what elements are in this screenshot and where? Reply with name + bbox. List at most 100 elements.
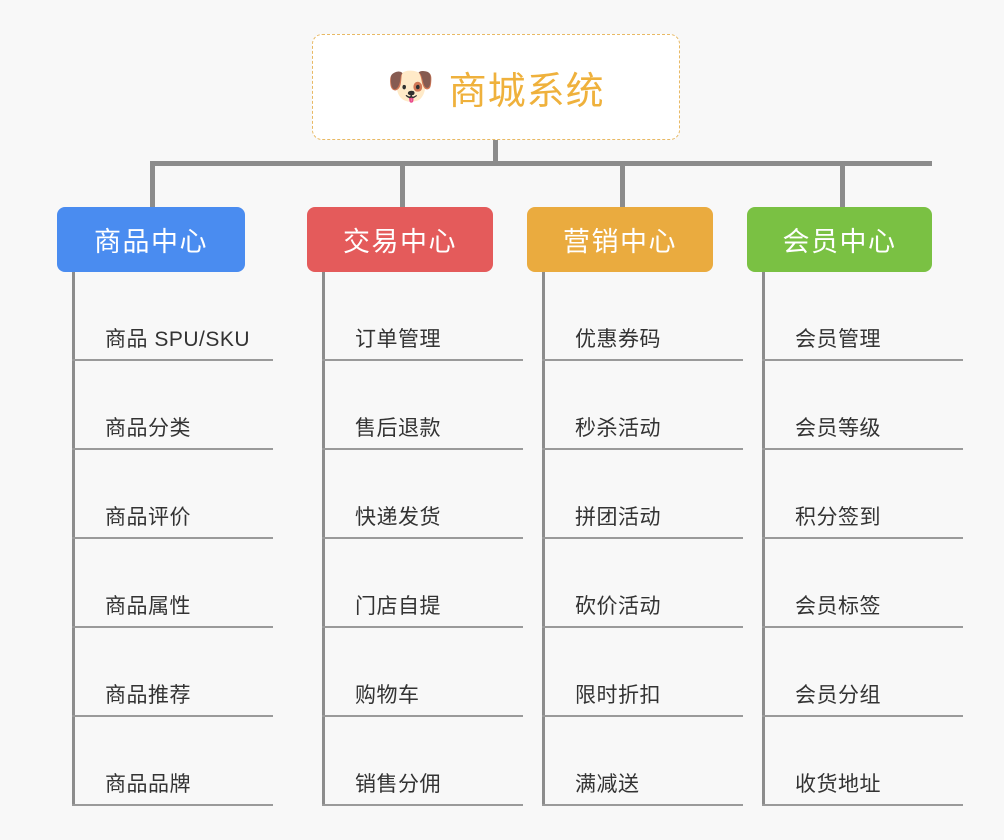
leaf-item-label: 优惠券码 <box>575 328 661 351</box>
category-header-marketing-center[interactable]: 营销中心 <box>527 207 713 272</box>
leaf-item-label: 会员等级 <box>795 417 881 440</box>
connector-drop-product-center <box>150 161 155 207</box>
leaf-item-label: 门店自提 <box>355 595 441 618</box>
leaf-underline: 满减送 <box>542 768 743 806</box>
leaf-underline: 会员管理 <box>762 323 963 361</box>
leaf-item[interactable]: 售后退款 <box>322 361 523 450</box>
leaf-list-product-center: 商品 SPU/SKU 商品分类商品评价商品属性商品推荐商品品牌 <box>72 272 273 806</box>
leaf-item[interactable]: 门店自提 <box>322 539 523 628</box>
leaf-item[interactable]: 积分签到 <box>762 450 963 539</box>
leaf-item-label: 快递发货 <box>355 506 441 529</box>
column-trunk-product-center <box>72 272 75 806</box>
leaf-underline: 秒杀活动 <box>542 412 743 450</box>
leaf-underline: 限时折扣 <box>542 679 743 717</box>
leaf-item-label: 会员管理 <box>795 328 881 351</box>
leaf-item-label: 拼团活动 <box>575 506 661 529</box>
leaf-underline: 商品推荐 <box>72 679 273 717</box>
category-header-product-center[interactable]: 商品中心 <box>57 207 245 272</box>
leaf-underline: 商品评价 <box>72 501 273 539</box>
leaf-underline: 购物车 <box>322 679 523 717</box>
leaf-item[interactable]: 商品分类 <box>72 361 273 450</box>
connector-drop-trade-center <box>400 161 405 207</box>
column-marketing-center: 营销中心优惠券码秒杀活动拼团活动砍价活动限时折扣满减送 <box>527 207 743 806</box>
leaf-item-label: 商品分类 <box>105 417 191 440</box>
leaf-list-member-center: 会员管理会员等级积分签到会员标签会员分组收货地址 <box>762 272 963 806</box>
category-header-label: 交易中心 <box>343 227 457 257</box>
leaf-underline: 收货地址 <box>762 768 963 806</box>
leaf-item-label: 限时折扣 <box>575 684 661 707</box>
leaf-underline: 门店自提 <box>322 590 523 628</box>
leaf-item-label: 销售分佣 <box>355 773 441 796</box>
leaf-item[interactable]: 满减送 <box>542 717 743 806</box>
leaf-underline: 售后退款 <box>322 412 523 450</box>
leaf-item-label: 售后退款 <box>355 417 441 440</box>
leaf-item-label: 商品品牌 <box>105 773 191 796</box>
leaf-item[interactable]: 限时折扣 <box>542 628 743 717</box>
leaf-underline: 商品分类 <box>72 412 273 450</box>
leaf-item-label: 商品评价 <box>105 506 191 529</box>
leaf-item[interactable]: 砍价活动 <box>542 539 743 628</box>
leaf-item[interactable]: 拼团活动 <box>542 450 743 539</box>
leaf-underline: 销售分佣 <box>322 768 523 806</box>
leaf-list-trade-center: 订单管理售后退款快递发货门店自提购物车销售分佣 <box>322 272 523 806</box>
category-header-member-center[interactable]: 会员中心 <box>747 207 932 272</box>
leaf-item[interactable]: 收货地址 <box>762 717 963 806</box>
leaf-underline: 会员等级 <box>762 412 963 450</box>
column-trunk-trade-center <box>322 272 325 806</box>
leaf-underline: 积分签到 <box>762 501 963 539</box>
leaf-underline: 会员分组 <box>762 679 963 717</box>
leaf-item[interactable]: 订单管理 <box>322 272 523 361</box>
leaf-item[interactable]: 销售分佣 <box>322 717 523 806</box>
leaf-underline: 砍价活动 <box>542 590 743 628</box>
leaf-item-label: 积分签到 <box>795 506 881 529</box>
leaf-item[interactable]: 会员标签 <box>762 539 963 628</box>
leaf-item[interactable]: 商品 SPU/SKU <box>72 272 273 361</box>
leaf-underline: 商品品牌 <box>72 768 273 806</box>
leaf-item[interactable]: 会员管理 <box>762 272 963 361</box>
leaf-item[interactable]: 商品属性 <box>72 539 273 628</box>
leaf-item[interactable]: 优惠券码 <box>542 272 743 361</box>
leaf-item-label: 商品属性 <box>105 595 191 618</box>
leaf-item[interactable]: 会员分组 <box>762 628 963 717</box>
leaf-list-marketing-center: 优惠券码秒杀活动拼团活动砍价活动限时折扣满减送 <box>542 272 743 806</box>
category-header-label: 会员中心 <box>782 227 897 257</box>
column-trunk-marketing-center <box>542 272 545 806</box>
connector-bus <box>150 161 932 166</box>
leaf-item[interactable]: 快递发货 <box>322 450 523 539</box>
leaf-item-label: 秒杀活动 <box>575 417 661 440</box>
connector-drop-marketing-center <box>620 161 625 207</box>
leaf-item-label: 收货地址 <box>795 773 881 796</box>
column-member-center: 会员中心会员管理会员等级积分签到会员标签会员分组收货地址 <box>747 207 963 806</box>
leaf-underline: 订单管理 <box>322 323 523 361</box>
leaf-underline: 商品属性 <box>72 590 273 628</box>
leaf-underline: 快递发货 <box>322 501 523 539</box>
root-title: 商城系统 <box>448 70 605 113</box>
leaf-item-label: 商品推荐 <box>105 684 191 707</box>
leaf-underline: 会员标签 <box>762 590 963 628</box>
column-trade-center: 交易中心订单管理售后退款快递发货门店自提购物车销售分佣 <box>307 207 523 806</box>
leaf-item-label: 商品 SPU/SKU <box>105 328 251 351</box>
shiba-dog-face-icon: 🐶 <box>387 66 435 108</box>
column-trunk-member-center <box>762 272 765 806</box>
leaf-item-label: 砍价活动 <box>575 595 661 618</box>
leaf-item[interactable]: 商品评价 <box>72 450 273 539</box>
column-product-center: 商品中心商品 SPU/SKU 商品分类商品评价商品属性商品推荐商品品牌 <box>57 207 273 806</box>
category-header-label: 营销中心 <box>563 227 677 257</box>
category-header-label: 商品中心 <box>94 227 208 257</box>
leaf-item-label: 订单管理 <box>355 328 441 351</box>
leaf-item-label: 满减送 <box>575 773 640 796</box>
leaf-underline: 拼团活动 <box>542 501 743 539</box>
leaf-item-label: 会员标签 <box>795 595 881 618</box>
leaf-underline: 商品 SPU/SKU <box>72 323 273 361</box>
root-node[interactable]: 🐶 商城系统 <box>312 34 680 140</box>
category-header-trade-center[interactable]: 交易中心 <box>307 207 493 272</box>
leaf-underline: 优惠券码 <box>542 323 743 361</box>
leaf-item[interactable]: 商品推荐 <box>72 628 273 717</box>
leaf-item[interactable]: 商品品牌 <box>72 717 273 806</box>
leaf-item-label: 会员分组 <box>795 684 881 707</box>
leaf-item[interactable]: 秒杀活动 <box>542 361 743 450</box>
leaf-item[interactable]: 会员等级 <box>762 361 963 450</box>
connector-stem <box>493 140 498 166</box>
leaf-item[interactable]: 购物车 <box>322 628 523 717</box>
